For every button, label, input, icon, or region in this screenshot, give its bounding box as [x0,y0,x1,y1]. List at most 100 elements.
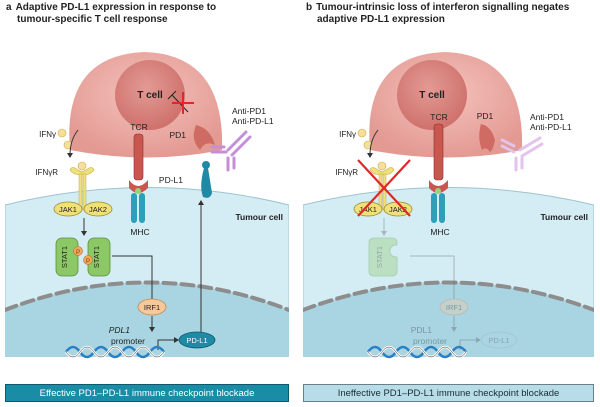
stat1-irf1-arrow [112,255,153,302]
jak2-label: JAK2 [389,205,407,214]
stat1-label: STAT1 [375,246,384,268]
jak1 [53,201,83,217]
ifng-molecule [357,128,367,138]
irf1-promoter-arrowhead [451,327,457,332]
mhc-left [131,193,137,223]
phospho-label: P [86,259,90,265]
antigen-peptide [135,188,141,194]
tcr-label: TCR [430,112,447,122]
panel-b-title-line2: adaptive PD-L1 expression [317,14,445,25]
t-cell-label: T cell [137,90,163,101]
nuclear-envelope [303,280,594,312]
tcr-receptor [433,123,444,181]
tumour-nucleus [303,282,594,380]
antibody [210,130,252,172]
ifng-arrowhead [67,153,73,158]
tumour-cell-label: Tumour cell [540,212,588,222]
tumour-cell-label: Tumour cell [235,212,283,222]
ifngr-label: IFNγR [35,168,58,177]
irf1-label: IRF1 [446,303,462,312]
pd1-receptor [193,125,215,150]
faded-pathway: STAT1 IRF1 PDL1 promoter PD-L1 [368,218,518,350]
stat1-irf1-arrowhead [451,301,457,306]
promoter-label: promoter [413,336,447,346]
ifng-label: IFNγ [39,130,56,139]
pdl1-gene-label: PDL1 [411,325,433,335]
t-cell-label: T cell [419,90,445,101]
t-cell-nucleus [115,60,185,130]
pd1-label: PD1 [477,111,494,121]
transcription-arrowhead [174,337,179,343]
stat1-left [55,237,79,277]
dna-helix [64,345,166,359]
irf1-label: IRF1 [144,303,160,312]
mhc-left [431,193,437,223]
transcription-arrowhead [476,337,481,343]
ifng-arrow [369,129,379,156]
jak-stat-arrowhead [81,231,87,236]
ineffective-blockade-banner: Ineffective PD1–PD-L1 immune checkpoint … [303,384,594,402]
pdl1-surface [201,168,212,198]
irf1 [137,298,167,316]
irf1-promoter-arrowhead [149,327,155,332]
pdl1-protein-absent [480,331,518,349]
panel-a-gap [5,357,289,380]
ifng-arrow [69,129,79,156]
loss-cross-line2 [357,159,411,217]
ifng-molecule [57,128,67,138]
panel-b [303,187,594,380]
jak2 [83,201,113,217]
panel-b-title-line1: Tumour-intrinsic loss of interferon sign… [316,2,570,13]
phospho-group [73,246,83,256]
promoter-label: promoter [111,336,145,346]
ifng-label: IFNγ [339,130,356,139]
pd1-label: PD1 [169,130,186,140]
mhc-label: MHC [430,227,449,237]
phospho-label: P [76,250,80,256]
jak1-label: JAK1 [59,205,77,214]
anti-pdl1-label: Anti-PD-L1 [530,122,572,132]
panel-a-title-line1: Adaptive PD-L1 expression in response to [15,2,217,13]
panel-b-letter: b [306,2,313,13]
stat1-irf1-arrow [410,255,455,302]
pdl1-trafficking-arrowhead [198,200,204,205]
ifng-molecule [363,140,373,150]
pdl1-gene-label: PDL1 [109,325,131,335]
anti-pd1-label: Anti-PD1 [232,106,266,116]
tcr-head [429,180,448,193]
pd1-receptor [479,124,495,152]
stat1-right-label: STAT1 [92,246,101,268]
ifng-arrowhead [367,153,373,158]
antigen-peptide [435,188,441,194]
mhc-right [139,193,145,223]
stat1-monomer [368,237,398,277]
t-cell-nucleus [397,60,467,130]
irf1 [439,298,469,316]
pdl1-head [202,161,210,169]
jak2-label: JAK2 [89,205,107,214]
pdl1-protein-label: PD-L1 [488,336,509,345]
panel-a-title-line2: tumour-specific T cell response [17,14,168,25]
tcr-head [129,180,148,193]
nuclear-envelope [5,280,289,312]
mhc-label: MHC [130,227,149,237]
anti-pd1-label: Anti-PD1 [530,112,564,122]
dna-helix [366,345,468,359]
tcr-label: TCR [130,122,147,132]
pdl1-protein [178,331,216,349]
tcr-receptor [133,133,144,181]
antibody-unbound [500,136,544,172]
inhibition-bar [167,90,177,100]
jak-stat-arrowhead [381,231,387,236]
panel-a-letter: a [6,2,12,13]
pdl1-surface-label: PD-L1 [159,175,183,185]
anti-pdl1-label: Anti-PD-L1 [232,116,274,126]
effective-blockade-banner: Effective PD1–PD-L1 immune checkpoint bl… [5,384,289,402]
mhc-right [439,193,445,223]
ifngr-label: IFNγR [335,168,358,177]
phospho-group [83,255,93,265]
ifng-molecule [63,140,73,150]
